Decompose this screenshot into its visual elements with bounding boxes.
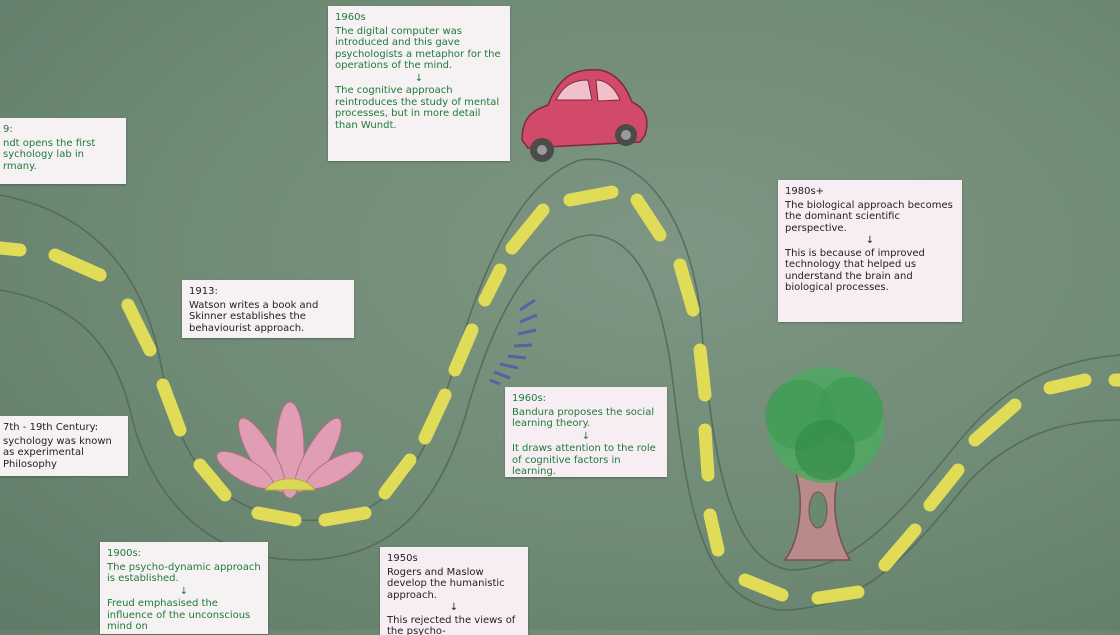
card-1950: 1950s Rogers and Maslow develop the huma…	[380, 547, 528, 635]
car-drawing	[522, 70, 647, 162]
card-17th-title: 7th - 19th Century:	[3, 422, 121, 434]
card-1900-text2: Freud emphasised the influence of the un…	[107, 598, 261, 633]
down-arrow-icon: ↓	[387, 602, 521, 614]
pink-flower-drawing	[212, 402, 368, 498]
card-1960-bandura-title: 1960s:	[512, 393, 660, 405]
card-1913: 1913: Watson writes a book and Skinner e…	[182, 280, 354, 338]
card-1913-text: Watson writes a book and Skinner establi…	[189, 300, 347, 335]
card-1950-title: 1950s	[387, 553, 521, 565]
card-1960-bandura-text2: It draws attention to the role of cognit…	[512, 443, 660, 477]
card-1960-cognitive-text2: The cognitive approach reintroduces the …	[335, 85, 503, 131]
card-1879-text: ndt opens the first sychology lab in rma…	[3, 138, 119, 173]
card-1980-biological: 1980s+ The biological approach becomes t…	[778, 180, 962, 322]
card-1900: 1900s: The psycho-dynamic approach is es…	[100, 542, 268, 634]
card-1960-cognitive-text: The digital computer was introduced and …	[335, 26, 503, 72]
card-1879-title: 9:	[3, 124, 119, 136]
card-1913-title: 1913:	[189, 286, 347, 298]
card-1960-cognitive: 1960s The digital computer was introduce…	[328, 6, 510, 161]
card-1980-biological-title: 1980s+	[785, 186, 955, 198]
card-1879: 9: ndt opens the first sychology lab in …	[0, 118, 126, 184]
card-1900-text: The psycho-dynamic approach is establish…	[107, 562, 261, 585]
card-1960-bandura: 1960s: Bandura proposes the social learn…	[505, 387, 667, 477]
card-1900-title: 1900s:	[107, 548, 261, 560]
tree-drawing	[765, 367, 884, 560]
card-1950-text: Rogers and Maslow develop the humanistic…	[387, 567, 521, 602]
card-17th-19th-century: 7th - 19th Century: sychology was known …	[0, 416, 128, 476]
card-1950-text2: This rejected the views of the psycho-	[387, 615, 521, 635]
down-arrow-icon: ↓	[785, 235, 955, 247]
purple-flower-drawing	[490, 300, 537, 384]
card-1960-cognitive-title: 1960s	[335, 12, 503, 24]
card-1980-biological-text2: This is because of improved technology t…	[785, 248, 955, 294]
down-arrow-icon: ↓	[335, 73, 503, 85]
down-arrow-icon: ↓	[107, 586, 261, 598]
card-1980-biological-text: The biological approach becomes the domi…	[785, 200, 955, 235]
card-1960-bandura-text: Bandura proposes the social learning the…	[512, 407, 660, 430]
card-17th-text: sychology was known as experimental Phil…	[3, 436, 121, 471]
down-arrow-icon: ↓	[512, 431, 660, 443]
